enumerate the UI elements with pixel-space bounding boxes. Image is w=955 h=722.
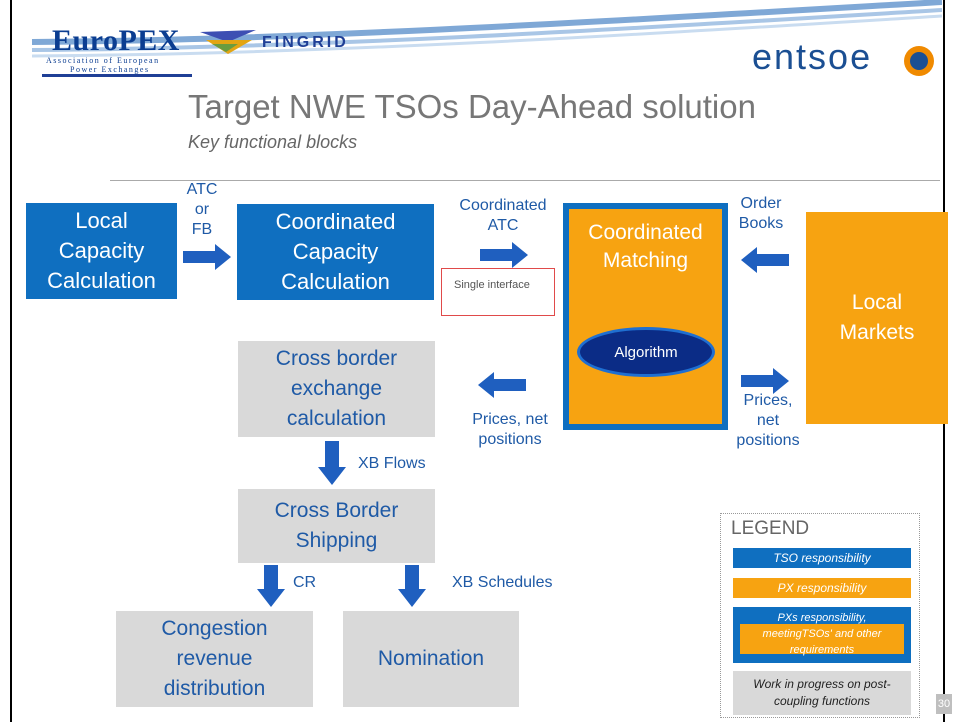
nomination-label: Nomination bbox=[377, 647, 485, 670]
local-capacity-line-1: Local bbox=[75, 208, 128, 233]
arrow-left-icon bbox=[478, 372, 526, 398]
europex-subtitle-2: Power Exchanges bbox=[70, 65, 150, 74]
coordinated-atc-line-2: ATC bbox=[487, 217, 519, 234]
arrow-down-icon bbox=[398, 565, 426, 607]
legend-pxs-line-3: requirements bbox=[789, 644, 855, 656]
order-books-label: Order Books bbox=[733, 194, 789, 234]
legend-box: LEGEND TSO responsibility PX responsibil… bbox=[720, 513, 920, 718]
legend-wip-item: Work in progress on post- coupling funct… bbox=[733, 671, 911, 715]
coordinated-atc-label: Coordinated ATC bbox=[448, 196, 558, 236]
local-capacity-calculation-block: Local Capacity Calculation bbox=[26, 203, 177, 299]
nomination-block: Nomination bbox=[343, 611, 519, 707]
legend-pxs-line-1: PXs responsibility, bbox=[777, 612, 867, 624]
coordinated-matching-line-2: Matching bbox=[602, 249, 689, 272]
single-interface-label: Single interface bbox=[454, 279, 530, 291]
local-markets-block: Local Markets bbox=[806, 212, 948, 424]
cr-label: CR bbox=[293, 574, 317, 591]
congestion-revenue-line-1: Congestion bbox=[161, 617, 268, 640]
europex-underline bbox=[42, 74, 192, 77]
page-number-label: 30 bbox=[937, 698, 951, 710]
algorithm-ellipse: Algorithm bbox=[577, 327, 715, 377]
page-title: Target NWE TSOs Day-Ahead solution bbox=[188, 88, 756, 125]
local-markets-line-1: Local bbox=[851, 291, 903, 314]
entsoe-logo-word: entsoe bbox=[752, 36, 873, 77]
local-capacity-line-3: Calculation bbox=[47, 268, 156, 293]
cross-border-shipping-block: Cross Border Shipping bbox=[238, 489, 435, 563]
legend-pxs-item: PXs responsibility, meetingTSOs' and oth… bbox=[733, 607, 911, 663]
fingrid-logo-text: FINGRID bbox=[262, 34, 349, 51]
legend-tso-label: TSO responsibility bbox=[773, 551, 871, 565]
arrow-down-icon bbox=[318, 441, 346, 485]
atc-fb-label: ATC or FB bbox=[180, 180, 224, 240]
coordinated-capacity-calculation-block: Coordinated Capacity Calculation bbox=[237, 204, 434, 300]
arrow-left-icon bbox=[741, 247, 789, 273]
xb-flows-label: XB Flows bbox=[358, 455, 426, 472]
order-books-line-2: Books bbox=[738, 215, 784, 232]
legend-wip-line-1: Work in progress on post- bbox=[753, 677, 891, 691]
prices-right-line-1: Prices, bbox=[743, 392, 793, 409]
legend-pxs-text: PXs responsibility, meetingTSOs' and oth… bbox=[733, 610, 911, 658]
prices-left-line-1: Prices, net bbox=[472, 411, 548, 428]
legend-tso-item: TSO responsibility bbox=[733, 548, 911, 568]
page-number: 30 bbox=[936, 694, 952, 714]
coordinated-capacity-line-2: Capacity bbox=[292, 239, 379, 264]
coordinated-capacity-line-1: Coordinated bbox=[275, 209, 396, 234]
coordinated-matching-line-1: Coordinated bbox=[588, 221, 703, 244]
congestion-revenue-line-3: distribution bbox=[163, 677, 266, 700]
cross-border-exchange-line-2: exchange bbox=[290, 377, 383, 400]
prices-left-line-2: positions bbox=[478, 431, 542, 448]
coordinated-atc-line-1: Coordinated bbox=[459, 197, 547, 214]
europex-logo: EuroPEX bbox=[52, 24, 180, 58]
cross-border-exchange-calculation-block: Cross border exchange calculation bbox=[238, 341, 435, 437]
legend-wip-line-2: coupling functions bbox=[773, 694, 871, 708]
cross-border-shipping-line-2: Shipping bbox=[295, 529, 378, 552]
legend-pxs-inner bbox=[740, 624, 904, 654]
atc-fb-line-1: ATC bbox=[186, 181, 218, 198]
local-markets-line-2: Markets bbox=[839, 321, 915, 344]
local-capacity-line-2: Capacity bbox=[58, 238, 145, 263]
single-interface-box: Single interface bbox=[441, 268, 555, 316]
title-divider bbox=[110, 180, 940, 181]
algorithm-label: Algorithm bbox=[614, 343, 678, 361]
cross-border-exchange-line-3: calculation bbox=[286, 407, 387, 430]
congestion-revenue-distribution-block: Congestion revenue distribution bbox=[116, 611, 313, 707]
order-books-line-1: Order bbox=[740, 195, 782, 212]
legend-px-label: PX responsibility bbox=[777, 581, 867, 595]
prices-net-positions-right-label: Prices, net positions bbox=[732, 391, 804, 451]
cross-border-exchange-line-1: Cross border bbox=[275, 347, 398, 370]
prices-net-positions-left-label: Prices, net positions bbox=[462, 410, 558, 450]
legend-px-item: PX responsibility bbox=[733, 578, 911, 598]
arrow-down-icon bbox=[257, 565, 285, 607]
page-subtitle: Key functional blocks bbox=[188, 132, 358, 152]
xb-schedules-label: XB Schedules bbox=[452, 574, 553, 591]
europex-subtitle-1: Association of European bbox=[46, 56, 160, 65]
atc-fb-line-3: FB bbox=[191, 221, 213, 238]
header-swoosh bbox=[31, 0, 942, 58]
entsoe-logo-mark bbox=[904, 46, 934, 76]
coordinated-matching-block: Coordinated Matching Algorithm bbox=[563, 203, 728, 430]
fingrid-flag-icon bbox=[200, 30, 256, 54]
coordinated-matching-title: Coordinated Matching bbox=[569, 219, 722, 275]
arrow-right-icon bbox=[741, 368, 789, 394]
atc-fb-line-2: or bbox=[194, 201, 210, 218]
coordinated-capacity-line-3: Calculation bbox=[281, 269, 390, 294]
arrow-right-icon bbox=[480, 242, 528, 268]
cross-border-shipping-line-1: Cross Border bbox=[274, 499, 399, 522]
congestion-revenue-line-2: revenue bbox=[176, 647, 253, 670]
europex-logo-text: EuroPEX bbox=[52, 24, 180, 57]
prices-right-line-2: net bbox=[756, 412, 780, 429]
entsoe-logo-text: entsoe bbox=[752, 36, 872, 78]
arrow-right-icon bbox=[183, 244, 231, 270]
legend-pxs-line-2: meetingTSOs' and other bbox=[762, 628, 882, 640]
prices-right-line-3: positions bbox=[736, 432, 800, 449]
legend-title: LEGEND bbox=[731, 518, 810, 539]
